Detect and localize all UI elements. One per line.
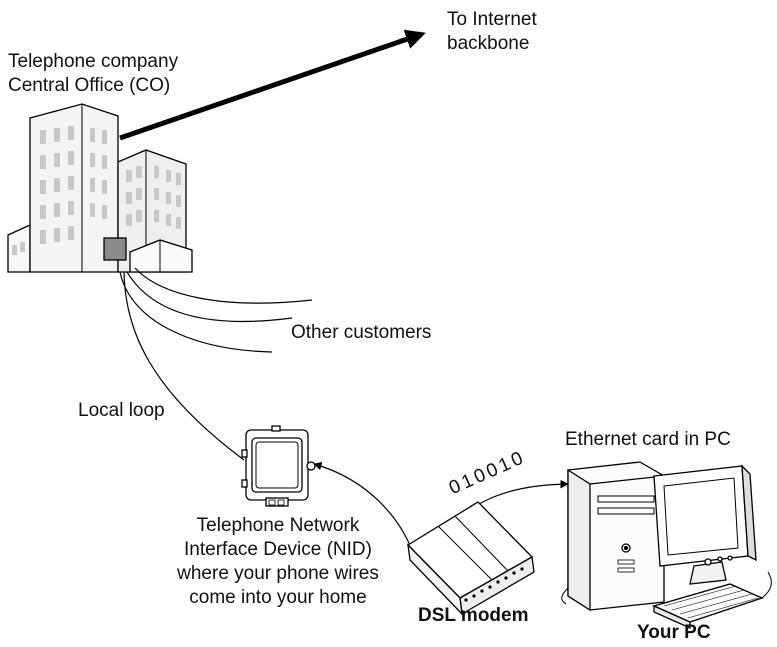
- network-interface-device-icon: [241, 425, 316, 507]
- dsl-modem-label: DSL modem: [418, 605, 529, 626]
- ethernet-card-label: Ethernet card in PC: [565, 429, 731, 450]
- your-pc-label: Your PC: [637, 622, 711, 643]
- other-customers-label: Other customers: [291, 322, 432, 343]
- dsl-modem-icon: [406, 501, 535, 616]
- desktop-computer-icon: [561, 461, 772, 630]
- local-loop-wire: [123, 271, 245, 461]
- other-customer-wires: [119, 267, 313, 353]
- local-loop-label: Local loop: [78, 400, 165, 421]
- internet-label: To Internet backbone: [447, 9, 537, 54]
- central-office-building-icon: [7, 103, 193, 273]
- modem-nid-wire: [313, 462, 413, 551]
- internet-arrow: [119, 29, 426, 141]
- co-label: Telephone company Central Office (CO): [8, 51, 179, 96]
- nid-label: Telephone Network Interface Device (NID)…: [177, 515, 379, 608]
